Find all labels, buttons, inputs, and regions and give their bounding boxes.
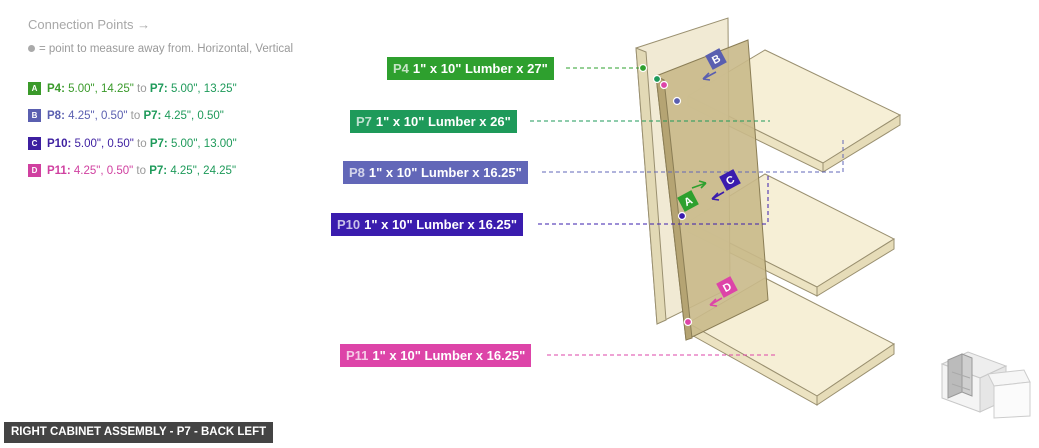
marker-shape bbox=[719, 169, 741, 191]
to-point-id: P7: bbox=[149, 165, 168, 177]
marker-b: B bbox=[705, 48, 727, 70]
marker-shape bbox=[716, 276, 738, 298]
part-description: 1" x 10" Lumber x 26" bbox=[375, 114, 511, 129]
from-point-value: 4.25", 0.50" bbox=[68, 110, 128, 122]
legend-title: Connection Points → bbox=[28, 17, 151, 32]
part-id: P7 bbox=[356, 114, 372, 129]
connection-badge: B bbox=[28, 109, 41, 122]
point-p11 bbox=[683, 317, 693, 327]
marker-c: C bbox=[719, 169, 741, 191]
leader-lines bbox=[530, 67, 844, 356]
to-point-value: 4.25", 0.50" bbox=[164, 110, 224, 122]
connection-arrows bbox=[691, 71, 725, 307]
connection-markers: A B C D bbox=[677, 48, 741, 298]
to-point-id: P7: bbox=[143, 110, 162, 122]
from-point-id: P8: bbox=[47, 110, 65, 122]
to-word: to bbox=[136, 165, 146, 177]
part-id: P10 bbox=[337, 217, 361, 232]
assembly-thumbnail bbox=[940, 351, 1031, 419]
connection-badge: C bbox=[28, 137, 41, 150]
part-id: P4 bbox=[393, 61, 409, 76]
marker-shape bbox=[705, 48, 727, 70]
connection-c: C P10: 5.00", 0.50" to P7: 5.00", 13.00" bbox=[28, 137, 237, 150]
from-point-value: 5.00", 14.25" bbox=[68, 83, 134, 95]
to-word: to bbox=[137, 138, 147, 150]
point-p8 bbox=[672, 96, 682, 106]
to-point-value: 4.25", 24.25" bbox=[170, 165, 237, 177]
to-point-value: 5.00", 13.00" bbox=[170, 138, 237, 150]
to-point-value: 5.00", 13.25" bbox=[170, 83, 237, 95]
marker-d: D bbox=[716, 276, 738, 298]
part-description: 1" x 10" Lumber x 16.25" bbox=[364, 217, 518, 232]
legend-note-text: = point to measure away from. Horizontal… bbox=[39, 43, 294, 55]
part-id: P11 bbox=[346, 348, 369, 363]
point-p10 bbox=[677, 211, 687, 221]
part-description: 1" x 10" Lumber x 27" bbox=[412, 61, 548, 76]
marker-shape bbox=[677, 190, 699, 212]
from-point-id: P4: bbox=[47, 83, 65, 95]
from-point-id: P11: bbox=[47, 165, 71, 177]
point-p4 bbox=[638, 63, 648, 73]
part-id: P8 bbox=[349, 165, 365, 180]
from-point-id: P10: bbox=[47, 138, 72, 150]
to-word: to bbox=[130, 110, 141, 122]
from-point-value: 4.25", 0.50" bbox=[73, 165, 134, 177]
connection-a: A P4: 5.00", 14.25" to P7: 5.00", 13.25" bbox=[28, 82, 237, 95]
connection-points-legend: Connection Points → = point to measure a… bbox=[28, 17, 328, 177]
part-description: 1" x 10" Lumber x 16.25" bbox=[368, 165, 522, 180]
to-point-id: P7: bbox=[149, 138, 168, 150]
to-word: to bbox=[137, 83, 147, 95]
connection-badge: D bbox=[28, 164, 41, 177]
connection-badge: A bbox=[28, 82, 41, 95]
to-point-id: P7: bbox=[149, 83, 168, 95]
point-p7-b bbox=[659, 80, 669, 90]
connection-b: B P8: 4.25", 0.50" to P7: 4.25", 0.50" bbox=[28, 109, 224, 122]
from-point-value: 5.00", 0.50" bbox=[74, 138, 134, 150]
point-p7-a bbox=[652, 74, 662, 84]
connection-d: D P11: 4.25", 0.50" to P7: 4.25", 24.25" bbox=[28, 164, 236, 177]
assembly-caption: RIGHT CABINET ASSEMBLY - P7 - BACK LEFT bbox=[4, 422, 274, 443]
marker-a: A bbox=[677, 190, 699, 212]
measure-point-dot-icon bbox=[28, 45, 35, 52]
legend-note: = point to measure away from. Horizontal… bbox=[28, 43, 328, 55]
measure-points bbox=[638, 63, 693, 327]
part-description: 1" x 10" Lumber x 16.25" bbox=[372, 348, 526, 363]
